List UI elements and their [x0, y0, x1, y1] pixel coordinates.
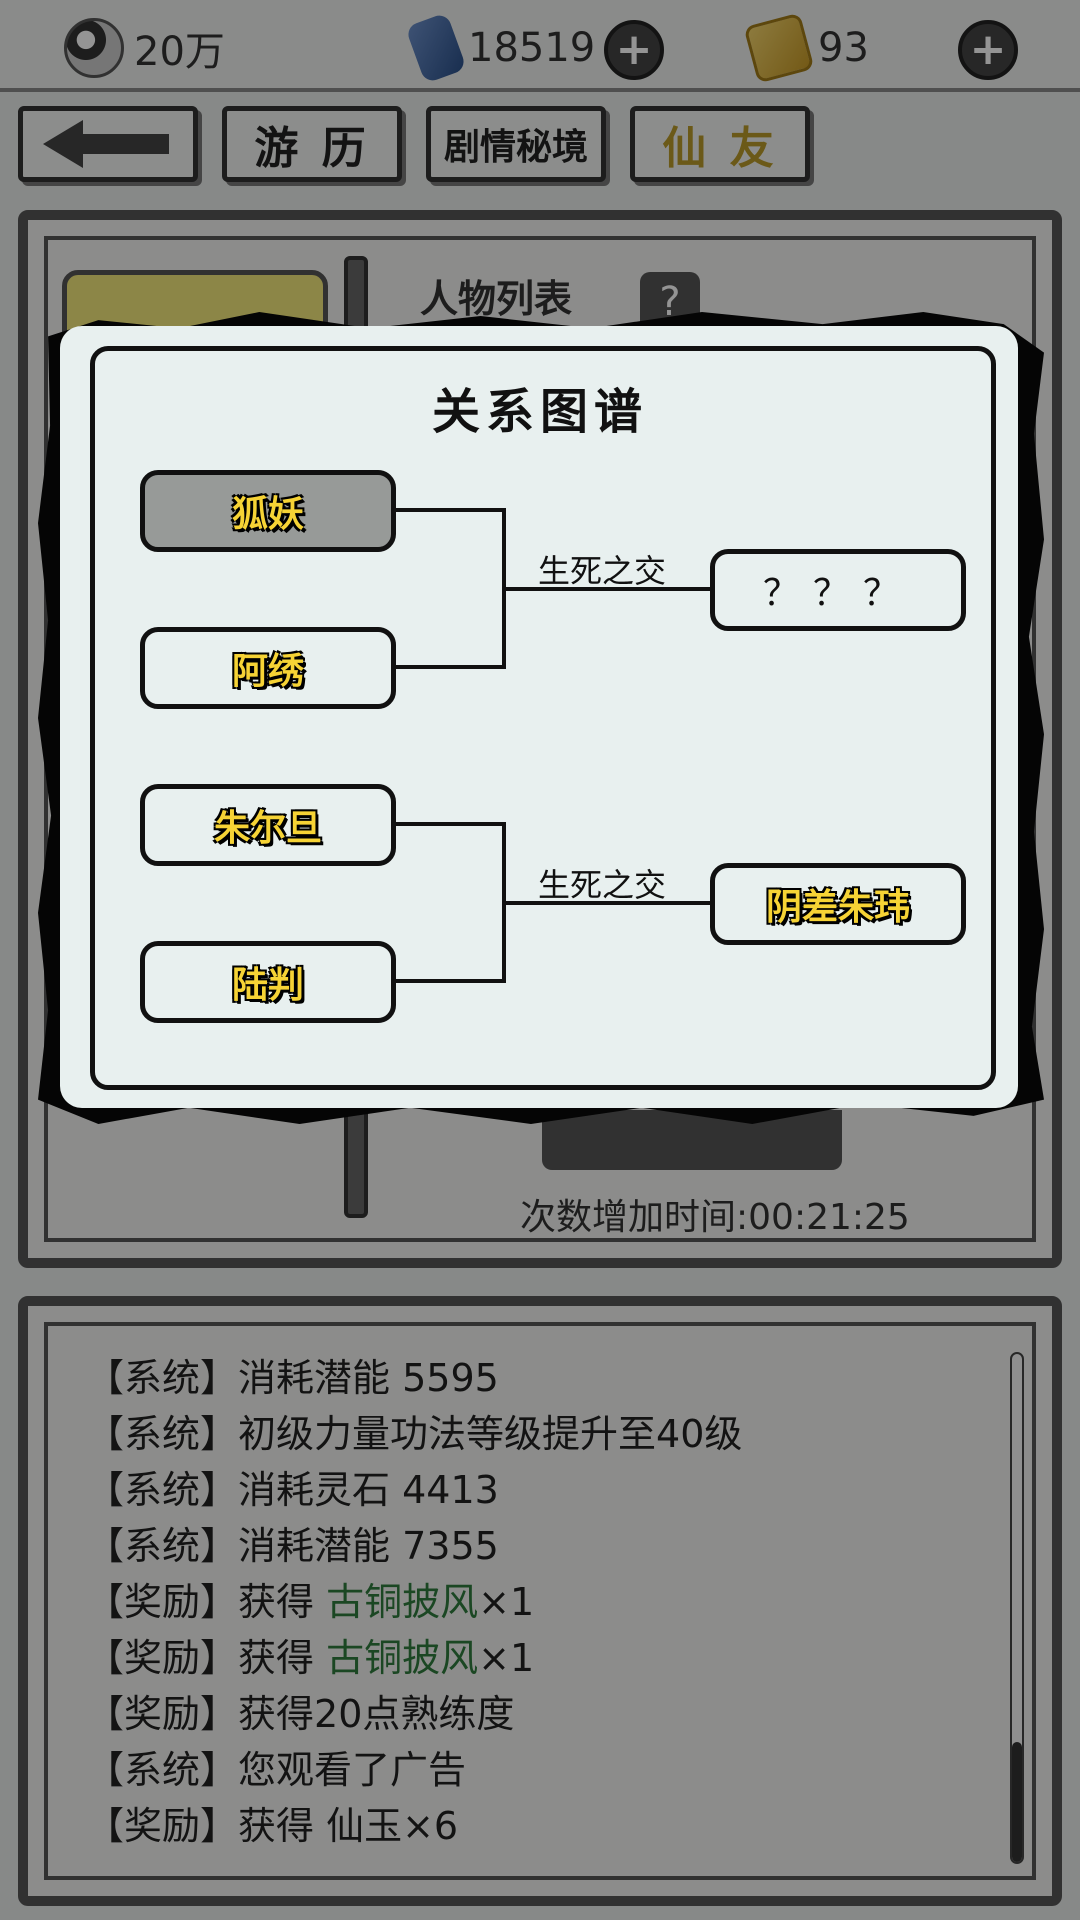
relation-label: 生死之交: [538, 552, 667, 590]
character-name: 狐妖: [231, 493, 304, 535]
item-link[interactable]: 古铜披风: [326, 1580, 479, 1624]
character-node[interactable]: 朱尔旦: [140, 784, 396, 866]
character-name: ？？？: [762, 573, 913, 614]
log-line: 【系统】您观看了广告: [86, 1748, 467, 1792]
relation-label: 生死之交: [538, 866, 667, 904]
log-line: 【系统】消耗潜能 7355: [86, 1524, 499, 1568]
tab-friends[interactable]: 仙 友: [630, 106, 810, 182]
log-line: 【系统】初级力量功法等级提升至40级: [86, 1412, 743, 1456]
spirit-stone-value: 18519: [468, 25, 596, 71]
log-scrollbar[interactable]: [1010, 1352, 1024, 1864]
modal-title: 关系图谱: [431, 384, 648, 440]
coins-value: 20万: [134, 29, 225, 75]
character-name: 陆判: [231, 964, 304, 1006]
log-line: 【奖励】获得20点熟练度: [86, 1692, 515, 1736]
character-name: 阿绣: [231, 650, 304, 692]
log-line: 【系统】消耗潜能 5595: [86, 1356, 499, 1400]
log-panel: [18, 1296, 1062, 1906]
relationship-modal-frame: [90, 346, 996, 1090]
tab-story-realm[interactable]: 剧情秘境: [426, 106, 606, 182]
currency-spirit-stone: 18519: [405, 12, 596, 84]
unknown-character-node[interactable]: ？？？: [710, 549, 966, 631]
character-node[interactable]: 陆判: [140, 941, 396, 1023]
tab-travel-label: 游 历: [254, 123, 370, 174]
yin-yang-icon: [64, 18, 124, 78]
item-link[interactable]: 古铜披风: [326, 1636, 479, 1680]
character-list-title: 人物列表: [420, 276, 573, 321]
tab-travel[interactable]: 游 历: [222, 106, 402, 182]
log-line: 【奖励】获得 古铜披风×1: [86, 1636, 535, 1680]
add-jade-button[interactable]: +: [958, 20, 1018, 80]
character-node[interactable]: 阴差朱玮: [710, 863, 966, 945]
back-button[interactable]: [18, 106, 198, 182]
log-line: 【系统】消耗灵石 4413: [86, 1468, 499, 1512]
log-line: 【奖励】获得 古铜披风×1: [86, 1580, 535, 1624]
add-spirit-stone-button[interactable]: +: [604, 20, 664, 80]
refresh-timer: 次数增加时间:00:21:25: [520, 1197, 910, 1238]
resource-bar: 20万 18519 + 93 +: [0, 0, 1080, 92]
character-node-selected[interactable]: 狐妖: [140, 470, 396, 552]
currency-coins: 20万: [64, 18, 225, 78]
tab-friends-label: 仙 友: [662, 123, 778, 174]
character-node[interactable]: 阿绣: [140, 627, 396, 709]
message-log: 【系统】消耗潜能 5595 【系统】初级力量功法等级提升至40级 【系统】消耗灵…: [86, 1350, 1006, 1854]
log-line: 【奖励】获得 仙玉×6: [86, 1804, 459, 1848]
character-name: 朱尔旦: [213, 807, 322, 849]
character-name: 阴差朱玮: [765, 886, 910, 928]
jade-value: 93: [818, 25, 869, 71]
currency-jade: 93: [743, 12, 869, 84]
tab-story-realm-label: 剧情秘境: [443, 126, 588, 168]
back-arrow-icon: [43, 120, 173, 168]
action-button[interactable]: [542, 1110, 842, 1170]
